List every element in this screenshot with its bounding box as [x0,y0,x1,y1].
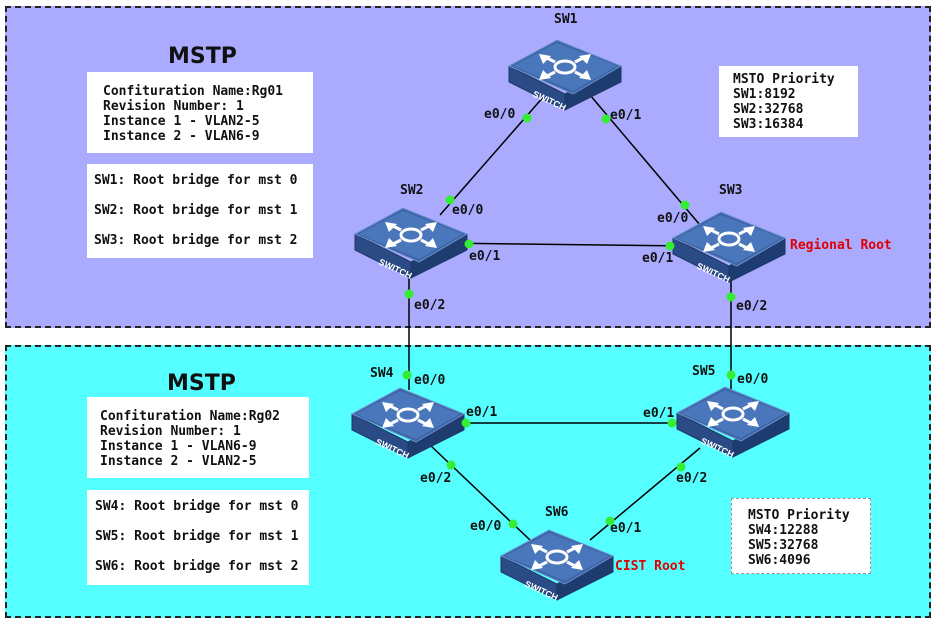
port-label: e0/1 [643,406,675,421]
root-bridge-box: SW4: Root bridge for mst 0 SW5: Root bri… [87,490,309,585]
priority-box: MSTO Priority SW4:12288 SW5:32768 SW6:40… [731,498,871,574]
port-label: e0/1 [610,521,642,536]
root-bridge-line: SW2: Root bridge for mst 1 [94,203,298,218]
link-sw5-sw6 [589,447,701,541]
port-dot [445,195,455,205]
port-dot [676,462,686,472]
link-sw2-sw3 [439,242,691,247]
switch-icon-sw4 [350,386,466,460]
switch-name-sw4: SW4 [370,366,394,381]
switch-name-sw6: SW6 [545,505,569,520]
switch-name-sw5: SW5 [692,364,716,379]
region-title: MSTP [168,44,237,69]
config-line: Instance 2 - VLAN6-9 [103,129,260,144]
priority-line: SW5:32768 [748,538,819,553]
port-label: e0/1 [642,251,674,266]
config-line: Revision Number: 1 [103,99,244,114]
port-label: e0/1 [469,249,501,264]
priority-line: SW2:32768 [733,102,804,117]
port-label: e0/0 [452,203,484,218]
priority-line: SW1:8192 [733,87,796,102]
port-label: e0/2 [414,298,446,313]
switch-icon-sw3 [671,210,787,284]
port-label: e0/1 [610,108,642,123]
switch-name-sw1: SW1 [554,12,578,27]
port-label: e0/0 [470,519,502,534]
port-label: e0/2 [676,471,708,486]
config-box: Confituration Name:Rg02 Revision Number:… [87,397,309,478]
switch-icon-sw6 [499,528,615,602]
config-line: Instance 1 - VLAN2-5 [103,114,260,129]
cist-root-label: CIST Root [615,559,686,574]
port-dot [667,418,677,428]
root-bridge-line: SW3: Root bridge for mst 2 [94,233,298,248]
port-dot [404,289,414,299]
switch-name-sw2: SW2 [400,183,424,198]
priority-line: MSTO Priority [733,72,835,87]
priority-line: SW3:16384 [733,117,804,132]
priority-line: MSTO Priority [748,508,850,523]
switch-name-sw3: SW3 [719,183,743,198]
config-box: Confituration Name:Rg01 Revision Number:… [87,72,313,153]
switch-icon-sw2 [353,206,469,280]
port-dot [726,292,736,302]
port-dot [446,460,456,470]
port-label: e0/2 [420,471,452,486]
priority-line: SW6:4096 [748,553,811,568]
root-bridge-line: SW1: Root bridge for mst 0 [94,173,298,188]
port-label: e0/0 [414,373,446,388]
config-line: Confituration Name:Rg02 [100,409,281,424]
port-label: e0/0 [737,372,769,387]
port-label: e0/0 [484,107,516,122]
port-dot [726,370,736,380]
port-dot [665,241,675,251]
region-title: MSTP [167,371,236,396]
switch-icon-sw1 [507,38,623,112]
priority-box: MSTO Priority SW1:8192 SW2:32768 SW3:163… [719,66,858,137]
config-line: Revision Number: 1 [100,424,241,439]
port-dot [522,113,532,123]
regional-root-label: Regional Root [790,238,892,253]
port-label: e0/0 [657,211,689,226]
config-line: Instance 1 - VLAN6-9 [100,439,257,454]
root-bridge-box: SW1: Root bridge for mst 0 SW2: Root bri… [87,164,313,258]
port-label: e0/2 [736,299,768,314]
config-line: Instance 2 - VLAN2-5 [100,454,257,469]
port-dot [508,519,518,529]
port-label: e0/1 [466,405,498,420]
priority-line: SW4:12288 [748,523,819,538]
root-bridge-line: SW4: Root bridge for mst 0 [95,499,299,514]
switch-icon-sw5 [675,385,791,459]
config-line: Confituration Name:Rg01 [103,84,284,99]
port-dot [461,418,471,428]
port-dot [680,200,690,210]
root-bridge-line: SW6: Root bridge for mst 2 [95,559,299,574]
port-dot [601,114,611,124]
root-bridge-line: SW5: Root bridge for mst 1 [95,529,299,544]
port-dot [605,516,615,526]
port-dot [464,239,474,249]
port-dot [402,370,412,380]
